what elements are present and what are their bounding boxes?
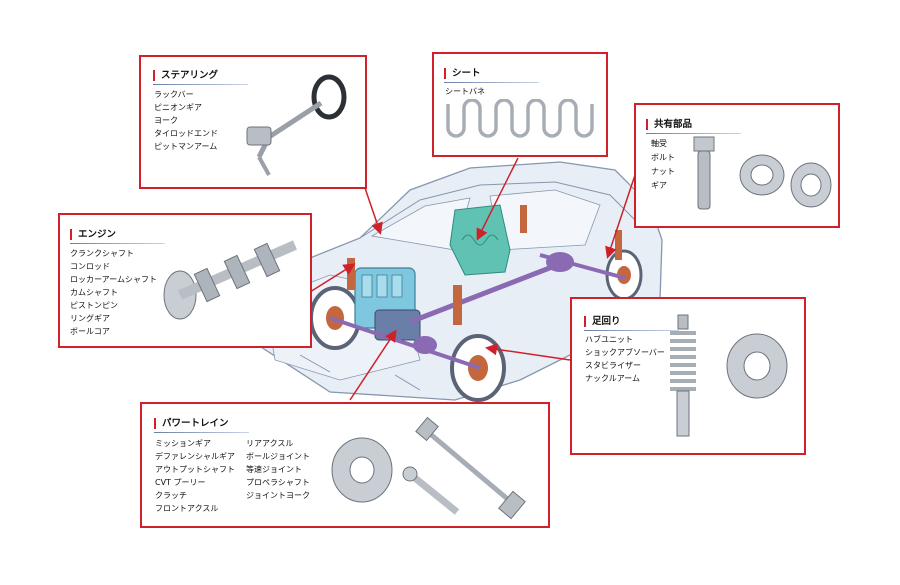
seat-item: シートバネ (445, 87, 485, 96)
suspension-title: 足回り (584, 316, 678, 331)
steering-item: ラックバー (154, 90, 194, 99)
engine-item: クランクシャフト (70, 249, 134, 258)
powertrain-item: リアアクスル (246, 439, 294, 448)
suspension-item: スタビライザー (585, 361, 641, 370)
engine-item: ピストンピン (70, 301, 118, 310)
powertrain-item: 等速ジョイント (246, 465, 302, 474)
common-parts-title: 共有部品 (646, 119, 742, 134)
powertrain-item: ジョイントヨーク (246, 491, 310, 500)
engine-item: リングギア (70, 314, 110, 323)
engine-item: ボールコア (70, 327, 110, 336)
steering-item: ヨーク (154, 116, 178, 125)
engine-item: コンロッド (70, 262, 110, 271)
common-parts-item: ナット (651, 167, 675, 176)
steering-column-icon (246, 74, 347, 176)
engine-panel: エンジン クランクシャフト コンロッド ロッカーアームシャフト カムシャフト ピ… (58, 213, 312, 348)
steering-title: ステアリング (153, 70, 249, 85)
seat-spring-icon (446, 99, 594, 138)
suspension-item: ハブユニット (585, 335, 633, 344)
powertrain-item: プロペラシャフト (246, 478, 310, 487)
powertrain-item: アウトプットシャフト (155, 465, 235, 474)
powertrain-item: フロントアクスル (155, 504, 219, 513)
shock-absorber-icon (670, 314, 788, 437)
steering-item: ピットマンアーム (154, 142, 218, 151)
suspension-item: ショックアブソーバー (585, 348, 665, 357)
connector-lines (309, 157, 637, 401)
common-parts-panel: 共有部品 軸受 ボルト ナット ギア (634, 103, 840, 228)
suspension-item: ナックルアーム (585, 374, 641, 383)
drive-shaft-icon (331, 416, 526, 520)
common-parts-item: 軸受 (651, 139, 667, 148)
seat-title: シート (444, 68, 538, 83)
engine-item: カムシャフト (70, 288, 118, 297)
seat-panel: シート シートバネ (432, 52, 608, 157)
steering-panel: ステアリング ラックバー ピニオンギア ヨーク タイロッドエンド ピットマンアー… (139, 55, 367, 189)
powertrain-item: クラッチ (155, 491, 187, 500)
common-parts-item: ギア (651, 181, 667, 190)
powertrain-title: パワートレイン (154, 418, 249, 433)
powertrain-item: ミッションギア (155, 439, 211, 448)
engine-title: エンジン (70, 229, 166, 244)
powertrain-item: デファレンシャルギア (155, 452, 235, 461)
crankshaft-icon (163, 240, 297, 320)
engine-item: ロッカーアームシャフト (70, 275, 157, 284)
powertrain-panel: パワートレイン ミッションギア デファレンシャルギア アウトプットシャフト CV… (140, 402, 550, 528)
steering-item: ピニオンギア (154, 103, 202, 112)
drive-shaft (329, 252, 626, 370)
suspension-panel: 足回り ハブユニット ショックアブソーバー スタビライザー ナックルアーム (570, 297, 806, 455)
common-parts-item: ボルト (651, 153, 675, 162)
powertrain-item: CVT プーリー (155, 478, 206, 487)
steering-item: タイロッドエンド (154, 129, 218, 138)
bearing-bolt-icon (693, 136, 832, 210)
powertrain-item: ボールジョイント (246, 452, 310, 461)
